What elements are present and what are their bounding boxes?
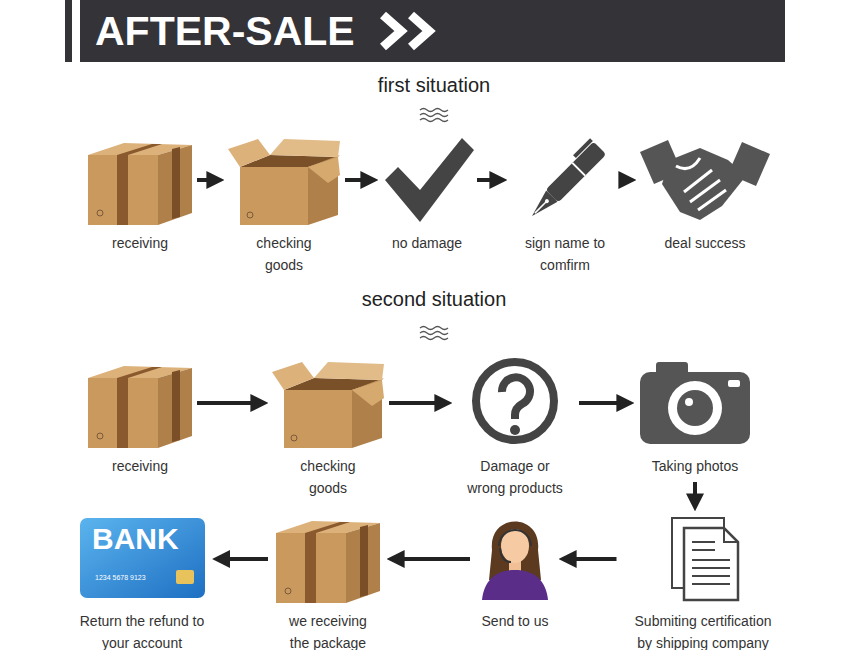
step-label: Return the refund to your account bbox=[80, 610, 205, 650]
step-label: deal success bbox=[665, 232, 746, 254]
step-label: receiving bbox=[112, 455, 168, 477]
bank-card-icon bbox=[80, 518, 205, 598]
step-label: checking goods bbox=[247, 232, 322, 276]
process-step: we receiving the package bbox=[273, 515, 383, 650]
step-label: we receiving the package bbox=[281, 610, 376, 650]
section-heading: second situation bbox=[234, 288, 634, 311]
box-icon bbox=[276, 521, 380, 603]
section-heading: first situation bbox=[234, 74, 634, 97]
process-step: Taking photos bbox=[638, 358, 752, 477]
flow-arrow bbox=[477, 178, 502, 182]
question-icon bbox=[476, 362, 554, 440]
check-icon bbox=[385, 138, 474, 222]
process-step: Damage or wrong products bbox=[456, 358, 574, 499]
handshake-icon bbox=[640, 140, 770, 220]
agent-icon bbox=[482, 522, 548, 601]
flow-arrow bbox=[197, 401, 263, 405]
step-label: checking goods bbox=[291, 455, 366, 499]
box-icon bbox=[88, 143, 192, 225]
process-step: checking goods bbox=[272, 358, 384, 499]
process-step: Send to us bbox=[475, 515, 555, 632]
flow-arrow bbox=[197, 178, 219, 182]
flow-arrow bbox=[345, 178, 373, 182]
flow-arrow bbox=[218, 557, 269, 561]
flow-arrow bbox=[389, 401, 447, 405]
flow-arrow bbox=[693, 482, 697, 506]
card-number: 1234 5678 9123 bbox=[95, 574, 175, 581]
flow-arrow bbox=[564, 557, 617, 561]
process-step: receiving bbox=[88, 358, 192, 477]
step-label: Submiting certification by shipping comp… bbox=[626, 610, 781, 650]
step-label: receiving bbox=[112, 232, 168, 254]
process-step: receiving bbox=[88, 135, 192, 254]
flow-arrow bbox=[579, 401, 629, 405]
chevron-symbol bbox=[377, 9, 447, 53]
open-box-icon bbox=[272, 362, 384, 448]
step-label: no damage bbox=[392, 232, 462, 254]
process-step: no damage bbox=[382, 135, 472, 254]
step-label: Send to us bbox=[482, 610, 549, 632]
process-step: Return the refund to your account bbox=[76, 515, 209, 650]
process-step: Submiting certification by shipping comp… bbox=[622, 515, 785, 650]
card-brand: BANK bbox=[92, 522, 192, 556]
flow-arrow bbox=[624, 178, 631, 182]
step-label: sign name to comfirm bbox=[515, 232, 615, 276]
document-icon bbox=[672, 518, 738, 600]
open-box-icon bbox=[228, 139, 340, 225]
box-icon bbox=[88, 366, 192, 448]
step-label: Damage or wrong products bbox=[460, 455, 570, 499]
process-step: sign name to comfirm bbox=[511, 135, 619, 276]
title-row: AFTER-SALE bbox=[95, 0, 447, 62]
title: AFTER-SALE bbox=[95, 8, 355, 55]
process-step: deal success bbox=[640, 135, 770, 254]
camera-icon bbox=[640, 362, 750, 444]
title-stripe bbox=[72, 0, 80, 62]
step-label: Taking photos bbox=[652, 455, 738, 477]
process-step: checking goods bbox=[228, 135, 340, 276]
title-bar bbox=[65, 0, 785, 62]
pen-icon bbox=[522, 138, 606, 222]
flow-arrow bbox=[392, 557, 470, 561]
